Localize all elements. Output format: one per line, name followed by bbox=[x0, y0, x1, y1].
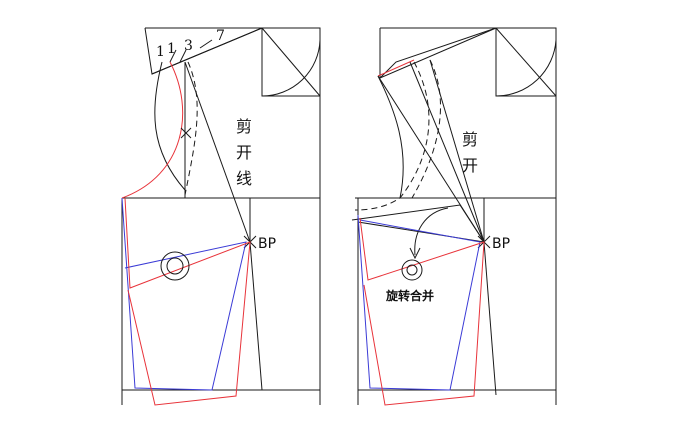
left-armhole-dashed bbox=[184, 61, 198, 196]
left-tick-b bbox=[179, 49, 187, 63]
left-bp-circle-outer bbox=[160, 251, 190, 281]
right-cut-line-2 bbox=[429, 59, 485, 243]
left-cross-2 bbox=[180, 127, 192, 139]
left-cut-label-3: 线 bbox=[236, 169, 252, 188]
left-dart-line bbox=[249, 241, 263, 391]
right-armhole-dashed-2 bbox=[411, 59, 441, 199]
left-tick-c bbox=[199, 39, 213, 49]
right-neck-diag bbox=[495, 27, 557, 97]
left-panel: 剪 开 线 BP 1 1 3 7 bbox=[121, 27, 321, 406]
right-cut-label-1: 剪 bbox=[462, 130, 478, 149]
left-neck-square bbox=[261, 27, 321, 97]
left-shoulder-slope bbox=[151, 27, 263, 75]
right-dart-line bbox=[483, 241, 497, 396]
right-neck-curve bbox=[495, 39, 557, 97]
left-blue-piece bbox=[121, 197, 247, 391]
right-cut-label-2: 开 bbox=[462, 156, 478, 175]
right-shoulder-red bbox=[377, 59, 415, 77]
left-red-piece bbox=[124, 197, 251, 406]
right-armhole-solid bbox=[377, 75, 404, 199]
left-num-1a: 1 bbox=[156, 44, 165, 60]
right-rotate-arrowhead bbox=[409, 247, 421, 260]
right-panel: 剪 开 BP 旋转合并 bbox=[351, 27, 557, 406]
left-armhole bbox=[154, 61, 186, 191]
right-shoulder-2 bbox=[379, 27, 497, 79]
left-neck-curve bbox=[261, 39, 321, 97]
left-tick-a bbox=[169, 49, 177, 63]
left-neck-diag bbox=[261, 27, 321, 97]
left-bp-label: BP bbox=[258, 236, 276, 252]
right-red-piece bbox=[359, 217, 485, 406]
right-bp-label: BP bbox=[492, 236, 510, 252]
right-blue-piece bbox=[357, 214, 481, 391]
right-bp-circle-inner bbox=[406, 264, 418, 276]
right-cut-line-1 bbox=[409, 61, 485, 243]
left-num-3: 3 bbox=[184, 38, 193, 54]
right-rotate-arc bbox=[414, 207, 449, 256]
right-bp-circle-outer bbox=[401, 259, 423, 281]
left-cut-line bbox=[184, 61, 251, 243]
right-neck-square bbox=[495, 27, 557, 97]
left-cut-label-2: 开 bbox=[236, 143, 252, 162]
left-cut-label-1: 剪 bbox=[236, 117, 252, 136]
right-armhole-dashed-1 bbox=[354, 61, 430, 211]
right-lower-black bbox=[351, 204, 486, 243]
left-num-1b: 1 bbox=[167, 41, 176, 57]
right-rotate-label: 旋转合并 bbox=[385, 288, 434, 303]
left-armhole-red bbox=[121, 61, 184, 199]
left-bp-circle-inner bbox=[166, 257, 184, 275]
left-num-7: 7 bbox=[216, 28, 225, 44]
